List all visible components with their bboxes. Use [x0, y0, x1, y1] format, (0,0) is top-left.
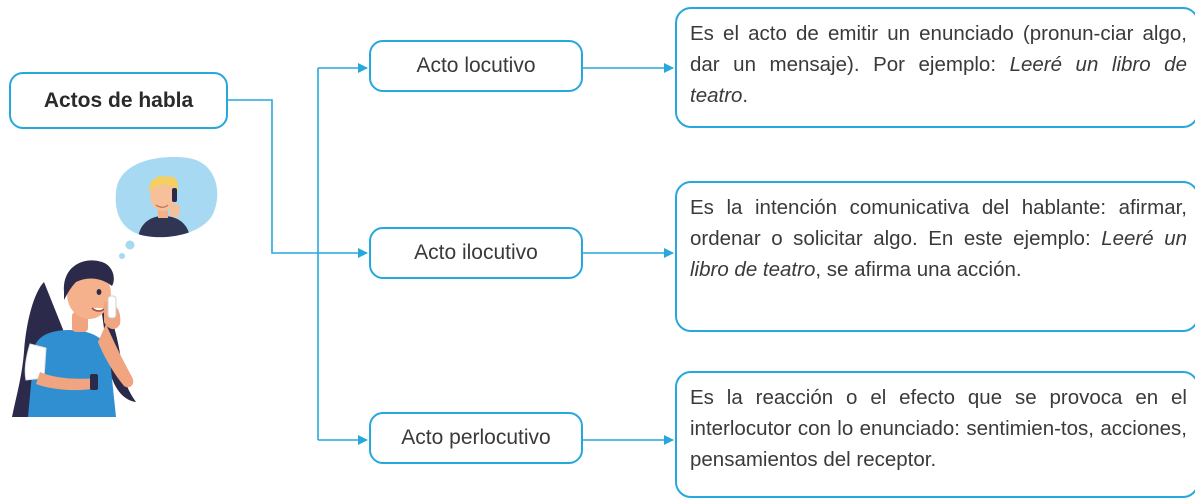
root-label: Actos de habla [43, 88, 194, 112]
description-text-end: . [742, 84, 749, 107]
node-acto-locutivo: Acto locutivo [369, 40, 583, 92]
node-label: Acto perlocutivo [401, 426, 551, 449]
description-example: Leeré un libro de teatro [690, 227, 1187, 281]
description-text: Es el acto de emitir un enunciado (pronu… [690, 22, 1187, 76]
root-node-actos-de-habla: Actos de habla [9, 72, 228, 129]
root-connector [228, 99, 318, 254]
description-acto-perlocutivo: Es la reacción o el efecto que se provoc… [675, 371, 1195, 498]
description-text: Es la reacción o el efecto que se provoc… [690, 386, 1187, 471]
description-text: Es la intención comunicativa del hablant… [690, 196, 1187, 250]
node-acto-perlocutivo: Acto perlocutivo [369, 412, 583, 464]
woman-on-phone-illustration [12, 260, 136, 417]
man-on-phone-thought-bubble [115, 157, 218, 259]
description-example: Leeré un libro de teatro [690, 53, 1187, 107]
description-acto-locutivo: Es el acto de emitir un enunciado (pronu… [675, 7, 1195, 128]
node-label: Acto ilocutivo [414, 241, 538, 264]
node-label: Acto locutivo [416, 54, 536, 77]
node-acto-ilocutivo: Acto ilocutivo [369, 227, 583, 279]
description-text-end: , se afirma una acción. [815, 258, 1022, 281]
description-acto-ilocutivo: Es la intención comunicativa del hablant… [675, 181, 1195, 332]
